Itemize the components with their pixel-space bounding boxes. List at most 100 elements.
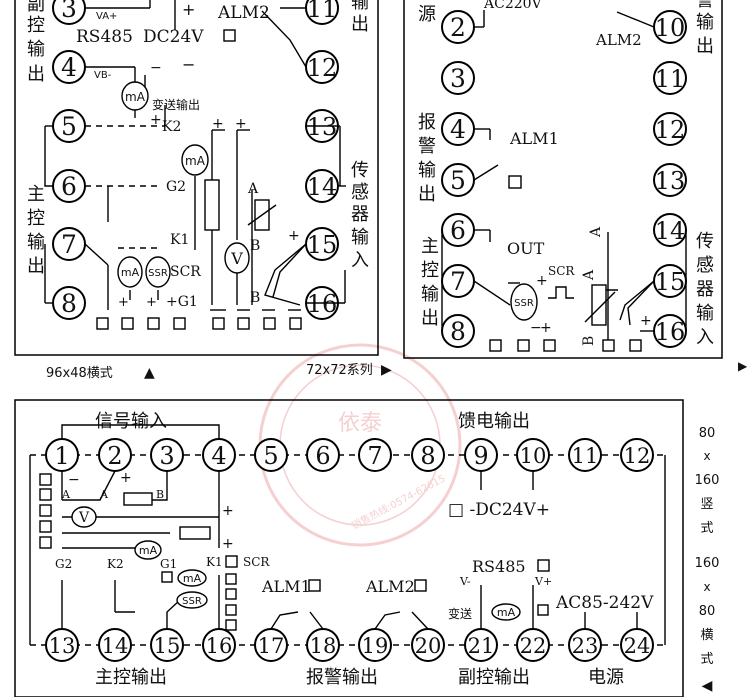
label-g2: G2 [166,179,186,195]
label-b-1: B [156,488,164,501]
terminal-12: 12 [653,112,687,146]
svg-text:控: 控 [27,208,45,229]
terminal-12: 12 [305,50,339,84]
panel-frame [14,0,379,356]
alm2-checkbox [414,579,427,592]
group-label-top-right-partial: 警 输 出 [696,0,714,57]
terminal-14: 14 [305,169,339,203]
terminal-15: 15 [150,628,184,662]
terminal-6: 6 [306,438,340,472]
terminal-column-left: 2 3 4 5 6 7 8 [441,10,475,348]
label-dc24v: □ -DC24V+ [448,500,550,520]
terminal-22: 22 [516,628,550,662]
svg-text:8: 8 [450,317,466,346]
svg-text:3: 3 [61,0,77,23]
terminal-14: 14 [98,628,132,662]
terminal-4: 4 [202,438,236,472]
meter-ma-main: mA [117,256,143,288]
rtd-input [123,492,153,506]
alm1-checkbox [308,579,321,592]
alm2-checkbox [223,29,236,42]
svg-text:2: 2 [450,13,466,42]
svg-text:A: A [581,269,597,281]
caption-160x80-horizontal: 160 x 80 横 式 ◀ [695,556,720,694]
svg-text:横: 横 [700,628,713,643]
svg-text:12: 12 [655,116,686,144]
svg-text:8: 8 [61,289,77,318]
main-output-checkboxes [161,571,237,631]
svg-text:14: 14 [655,217,686,245]
svg-text:mA: mA [185,154,206,168]
label-minus-input: − [68,472,80,488]
group-label-feed-output: 馈电输出 [458,411,530,432]
transmit-checkbox [537,604,549,616]
label-alm2: ALM2 [217,3,270,23]
caption-96x48: 96x48横式 [46,366,113,381]
label-transmit-out: 变送输出 [152,97,200,112]
svg-text:+: + [536,273,548,289]
svg-text:13: 13 [49,634,76,658]
group-label-alarm-output: 报 警 输 出 [418,112,436,205]
label-plus-dc: + [182,0,195,19]
svg-text:传: 传 [351,160,369,181]
svg-text:mA: mA [125,90,146,104]
terminal-7: 7 [441,264,475,298]
label-minus-transmit: − [150,60,162,76]
panel-frame [403,0,723,359]
svg-text:160: 160 [695,556,720,571]
terminal-6: 6 [52,169,86,203]
terminal-24: 24 [620,628,654,662]
rtd-sensor: A B B + [247,181,300,306]
svg-text:副: 副 [27,0,45,15]
svg-text:23: 23 [572,634,599,658]
svg-text:80: 80 [699,604,716,619]
terminal-13: 13 [653,163,687,197]
svg-text:出: 出 [696,36,714,57]
svg-text:B: B [250,290,260,306]
svg-text:11: 11 [307,0,338,23]
svg-text:6: 6 [61,172,77,201]
terminal-2: 2 [98,438,132,472]
terminal-5: 5 [52,109,86,143]
svg-text:出: 出 [351,14,369,35]
terminal-8: 8 [411,438,445,472]
terminal-3: 3 [441,61,475,95]
svg-text:6: 6 [315,442,330,470]
svg-text:感: 感 [351,182,369,203]
svg-text:主: 主 [27,184,45,205]
right-edge-marker: ▶ [738,359,748,373]
meter-ma-sensor: mA [181,144,209,176]
group-label-power: 电源 [588,667,624,688]
svg-text:17: 17 [258,634,285,658]
meter-ma-aux: mA [121,81,149,111]
svg-text:控: 控 [27,15,45,36]
terminal-17: 17 [254,628,288,662]
svg-text:4: 4 [211,442,226,470]
label-plus-input-2: + [222,503,234,519]
terminal-5: 5 [441,163,475,197]
label-g2: G2 [55,557,72,571]
label-scr: SCR [170,264,201,280]
svg-text:16: 16 [307,290,338,318]
label-plus-transmit: + [150,112,162,128]
svg-text:出: 出 [27,256,45,277]
watermark-brand: 依泰 [338,411,382,436]
terminal-3: 3 [150,438,184,472]
svg-text:1: 1 [54,442,69,470]
label-rs485: RS485 [76,27,133,47]
group-label-main-output: 主 控 输 出 [27,184,45,277]
svg-text:6: 6 [450,216,466,245]
terminal-19: 19 [358,628,392,662]
svg-text:控: 控 [421,260,439,281]
label-a-1: A [61,488,71,501]
label-plus-ssr: + [146,295,157,310]
terminal-11: 11 [568,438,602,472]
label-transmit: 变送 [448,606,472,621]
label-k1: K1 [206,555,223,569]
svg-text:12: 12 [624,444,651,468]
panel-96x48: 3 4 5 6 7 8 [14,0,379,381]
group-label-alarm-output-partial: 输 出 [351,0,369,35]
terminal-16: 16 [202,628,236,662]
svg-text:11: 11 [655,65,686,93]
